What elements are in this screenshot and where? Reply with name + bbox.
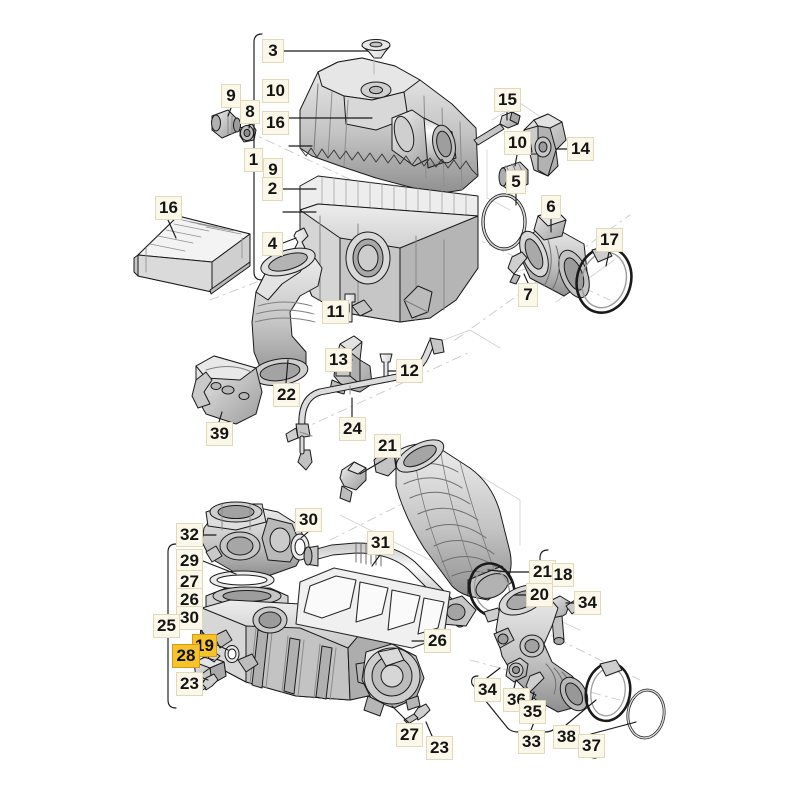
callout-31[interactable]: 31 (367, 531, 394, 555)
callout-25[interactable]: 25 (153, 614, 180, 638)
callout-13[interactable]: 13 (325, 348, 352, 372)
callout-3[interactable]: 3 (262, 39, 284, 63)
callout-2[interactable]: 2 (262, 177, 283, 201)
callout-39[interactable]: 39 (206, 422, 233, 446)
callout-1[interactable]: 1 (244, 148, 263, 172)
callout-38[interactable]: 38 (553, 725, 580, 749)
callout-6[interactable]: 6 (541, 195, 561, 219)
callout-10[interactable]: 10 (262, 79, 289, 103)
callout-16[interactable]: 16 (155, 196, 182, 220)
callout-4[interactable]: 4 (262, 232, 283, 256)
callout-35[interactable]: 35 (519, 700, 546, 724)
callout-5[interactable]: 5 (506, 170, 526, 194)
callout-10[interactable]: 10 (504, 131, 531, 155)
callout-30[interactable]: 30 (176, 606, 203, 630)
callout-8[interactable]: 8 (240, 100, 260, 124)
callout-26[interactable]: 26 (424, 629, 451, 653)
callout-34[interactable]: 34 (474, 678, 501, 702)
callout-14[interactable]: 14 (567, 137, 594, 161)
callout-11[interactable]: 11 (322, 300, 349, 324)
callout-27[interactable]: 27 (396, 723, 423, 747)
callout-23[interactable]: 23 (176, 672, 203, 696)
callout-16[interactable]: 16 (262, 111, 289, 135)
callout-21[interactable]: 21 (374, 434, 401, 458)
callout-22[interactable]: 22 (273, 383, 300, 407)
callout-9[interactable]: 9 (221, 84, 241, 108)
callout-23[interactable]: 23 (426, 736, 453, 760)
callout-33[interactable]: 33 (518, 730, 545, 754)
callout-18[interactable]: 18 (552, 563, 574, 587)
callout-24[interactable]: 24 (339, 417, 366, 441)
callout-29[interactable]: 29 (176, 549, 203, 573)
callout-21[interactable]: 21 (529, 560, 556, 584)
callout-7[interactable]: 7 (518, 283, 538, 307)
callout-20[interactable]: 20 (526, 583, 553, 607)
callout-12[interactable]: 12 (396, 359, 423, 383)
callout-30[interactable]: 30 (295, 508, 322, 532)
callout-37[interactable]: 37 (578, 734, 605, 758)
callout-17[interactable]: 17 (596, 228, 623, 252)
callout-32[interactable]: 32 (176, 523, 203, 547)
callout-34[interactable]: 34 (574, 591, 601, 615)
callout-15[interactable]: 15 (494, 88, 521, 112)
callout-28-highlighted[interactable]: 28 (172, 644, 200, 668)
